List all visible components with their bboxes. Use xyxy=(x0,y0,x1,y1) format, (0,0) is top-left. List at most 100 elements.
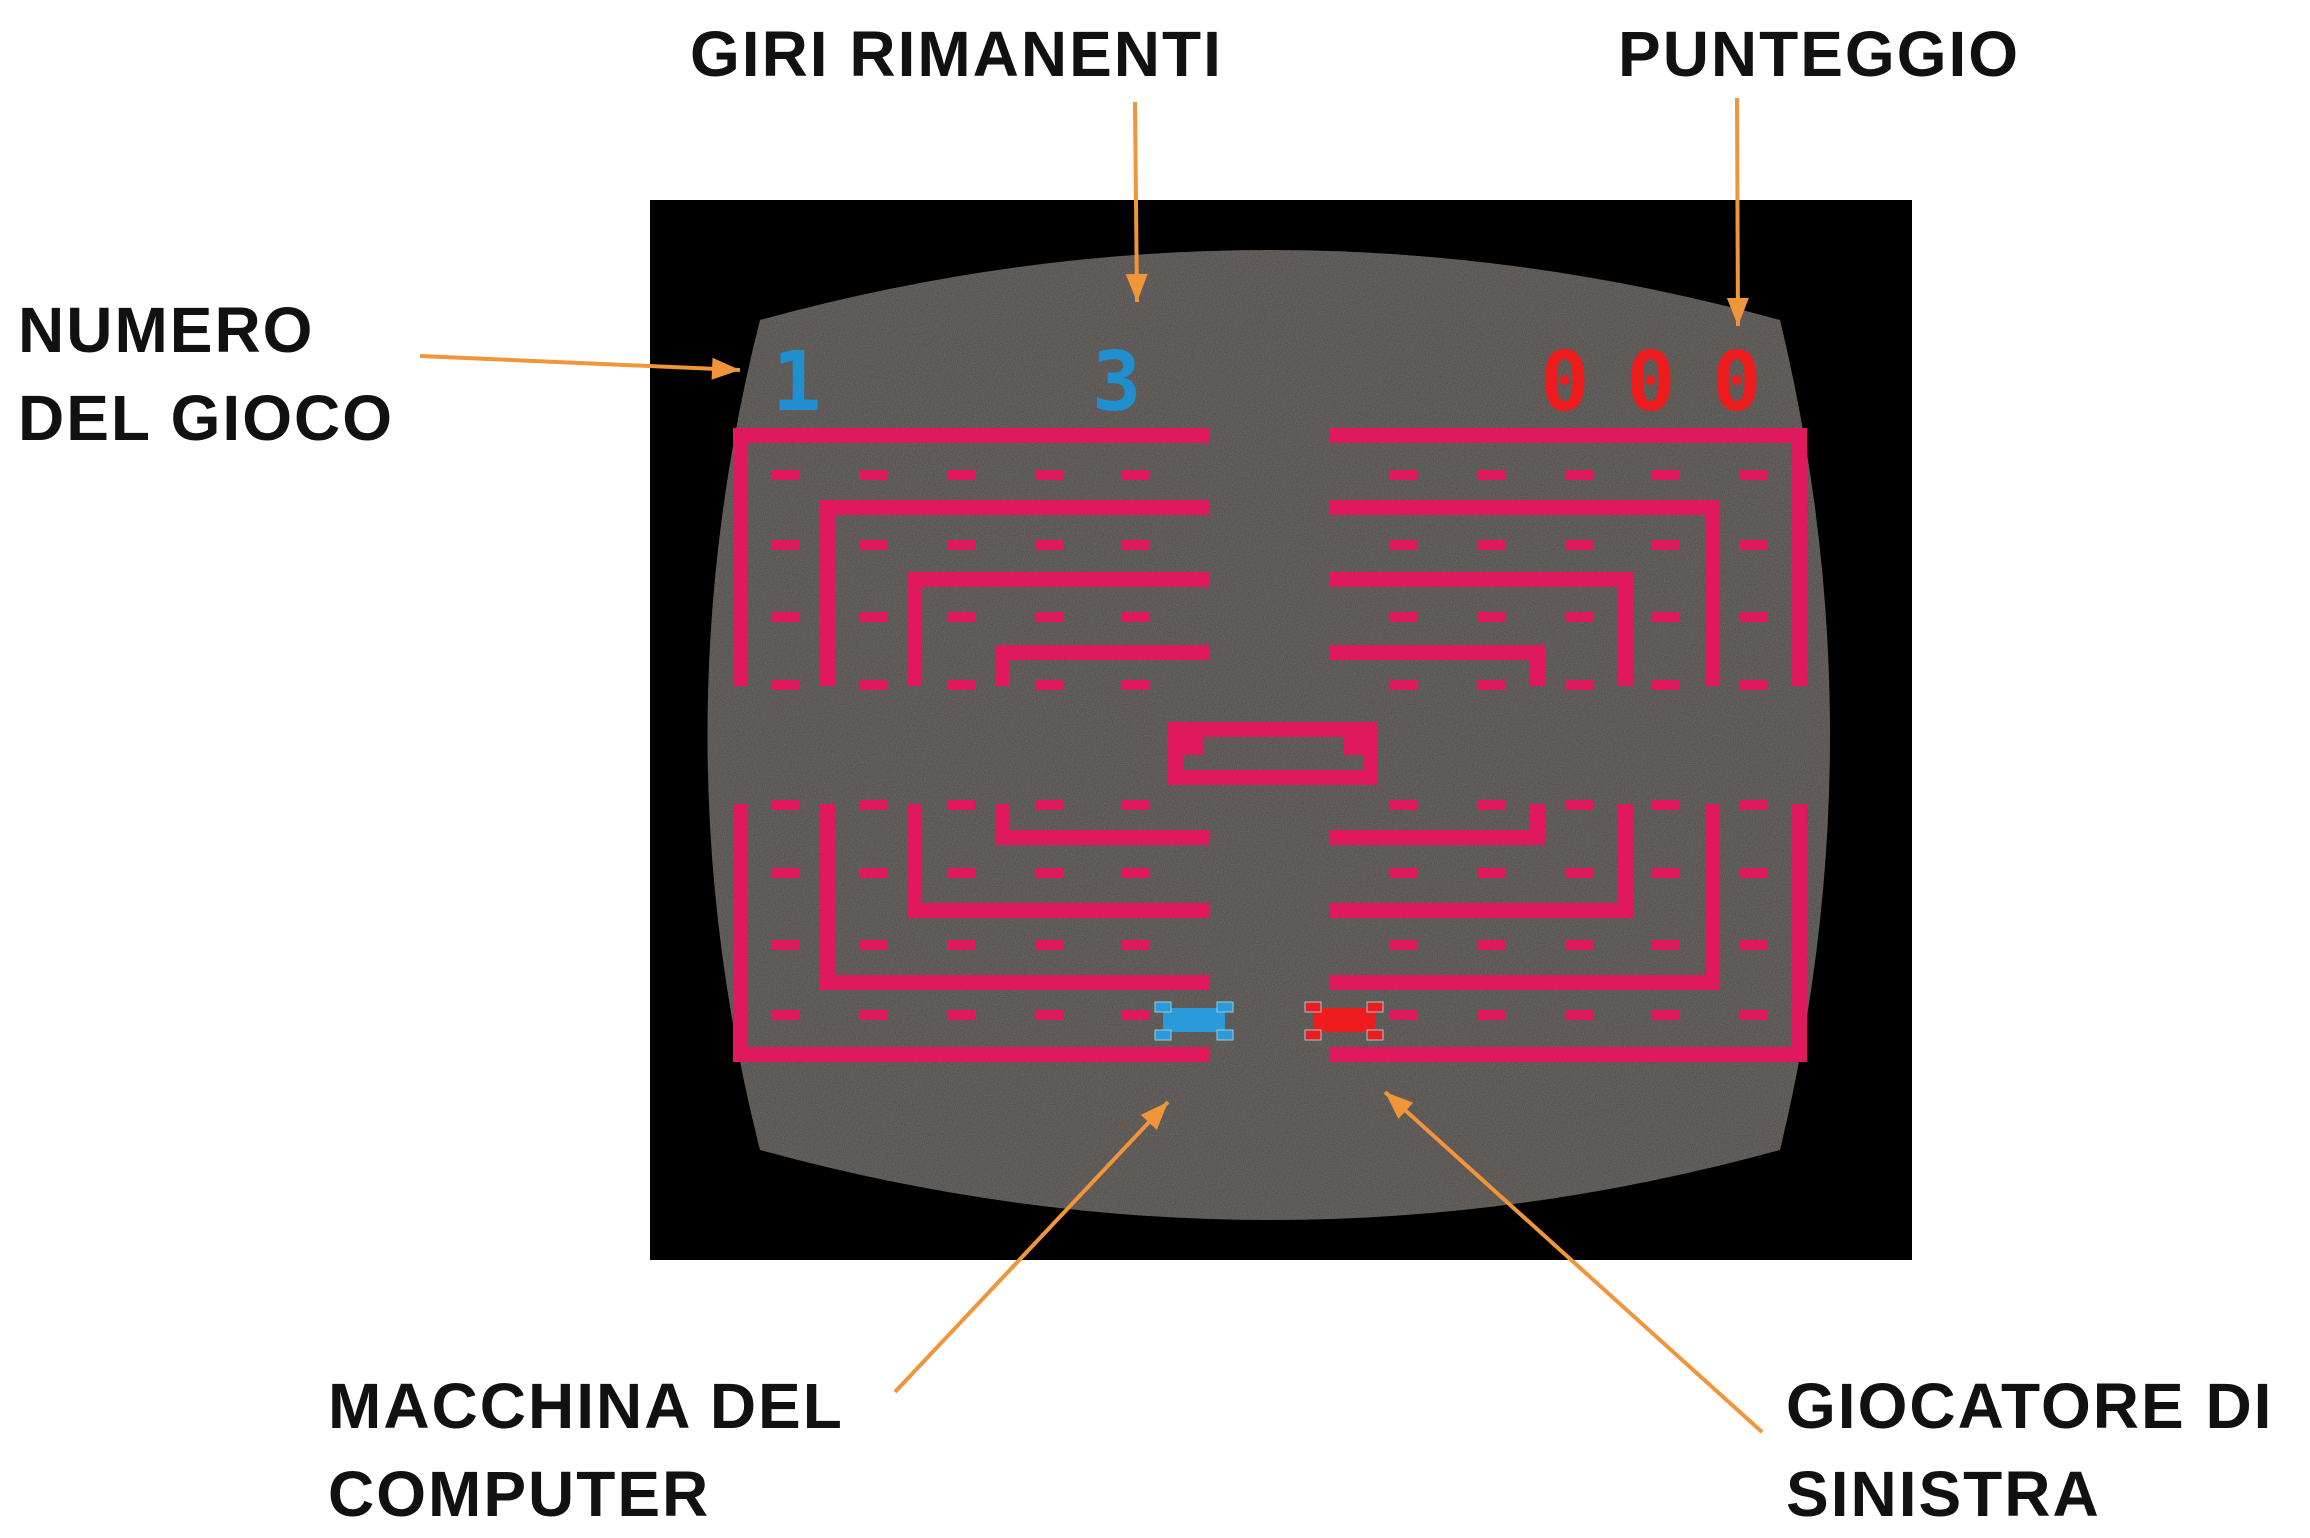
arrow-shaft xyxy=(1133,101,1139,303)
track-wall xyxy=(1705,500,1720,686)
lane-marker xyxy=(1652,940,1680,950)
lane-marker xyxy=(1740,540,1768,550)
lane-marker xyxy=(1652,612,1680,622)
lane-marker xyxy=(1122,868,1150,878)
track-wall xyxy=(1330,645,1545,660)
lane-marker xyxy=(1035,470,1063,480)
computer-car-caption: MACCHINA DEL COMPUTER xyxy=(328,1370,844,1530)
lane-marker xyxy=(1477,612,1505,622)
lane-marker xyxy=(1122,470,1150,480)
lane-marker xyxy=(1035,868,1063,878)
lane-marker xyxy=(1565,1010,1593,1020)
lane-marker xyxy=(1390,1010,1418,1020)
track-wall xyxy=(820,975,1210,990)
lane-marker xyxy=(1652,800,1680,810)
lane-marker xyxy=(1477,540,1505,550)
lane-marker xyxy=(860,470,888,480)
track-wall xyxy=(820,804,835,990)
track-wall xyxy=(1330,428,1807,443)
game-number-display: 1 xyxy=(772,335,821,430)
lane-marker xyxy=(772,868,800,878)
lane-marker xyxy=(1390,800,1418,810)
track-wall xyxy=(1330,572,1633,587)
car-wheel xyxy=(1216,1029,1234,1041)
lane-marker xyxy=(860,612,888,622)
track-wall xyxy=(1530,804,1545,845)
lane-marker xyxy=(1122,940,1150,950)
track-wall xyxy=(995,645,1210,660)
car-wheel xyxy=(1216,1001,1234,1013)
lane-marker xyxy=(1390,940,1418,950)
track-wall xyxy=(820,500,1210,515)
track-wall xyxy=(995,645,1010,686)
track-wall xyxy=(907,903,1210,918)
lane-marker xyxy=(1035,940,1063,950)
track-wall xyxy=(1330,1047,1807,1062)
lane-marker xyxy=(1122,800,1150,810)
lane-marker xyxy=(860,680,888,690)
lane-marker xyxy=(1565,540,1593,550)
track-wall xyxy=(907,572,922,686)
lane-marker xyxy=(1740,470,1768,480)
score-digit: 0 xyxy=(1540,335,1589,430)
lane-marker xyxy=(1122,540,1150,550)
laps-arrow xyxy=(1125,101,1148,303)
center-island xyxy=(1363,722,1378,785)
lane-marker xyxy=(1122,612,1150,622)
lane-marker xyxy=(1565,680,1593,690)
lane-marker xyxy=(860,868,888,878)
left-player-arrow xyxy=(1383,1090,1764,1434)
lane-marker xyxy=(860,540,888,550)
lane-marker xyxy=(1390,868,1418,878)
car-wheel xyxy=(1366,1029,1384,1041)
lane-marker xyxy=(1652,470,1680,480)
track-wall xyxy=(1618,572,1633,686)
lane-marker xyxy=(1652,540,1680,550)
lane-marker xyxy=(1477,680,1505,690)
lane-marker xyxy=(1390,470,1418,480)
lane-marker xyxy=(1565,868,1593,878)
center-island xyxy=(1168,722,1183,785)
center-island xyxy=(1183,737,1203,755)
car-wheel xyxy=(1304,1029,1322,1041)
lane-marker xyxy=(1565,940,1593,950)
track-wall xyxy=(907,804,922,918)
lane-marker xyxy=(947,680,975,690)
lane-marker xyxy=(772,680,800,690)
lane-marker xyxy=(1740,1010,1768,1020)
cars xyxy=(1154,1001,1384,1041)
left-player-car xyxy=(1304,1001,1384,1041)
car-body xyxy=(1163,1008,1225,1032)
track-wall xyxy=(1618,804,1633,918)
lane-marker xyxy=(1477,868,1505,878)
score-digit: 0 xyxy=(1626,335,1675,430)
lane-marker xyxy=(947,868,975,878)
track-wall xyxy=(733,428,1210,443)
lane-marker xyxy=(1740,612,1768,622)
center-island xyxy=(1168,770,1378,785)
center-island xyxy=(1343,737,1363,755)
arrow-shaft xyxy=(893,1100,1170,1394)
track-wall xyxy=(1705,804,1720,990)
lane-marker xyxy=(1122,680,1150,690)
lane-marker xyxy=(772,800,800,810)
track-wall xyxy=(1792,804,1807,1062)
arrow-shaft xyxy=(419,354,741,372)
lane-marker xyxy=(1740,868,1768,878)
track-wall xyxy=(1330,830,1545,845)
track-wall xyxy=(1530,645,1545,686)
car-wheel xyxy=(1154,1001,1172,1013)
lane-marker xyxy=(1477,940,1505,950)
computer-car xyxy=(1154,1001,1234,1041)
game-number-arrow xyxy=(419,354,741,380)
lane-marker xyxy=(772,470,800,480)
lane-marker xyxy=(947,612,975,622)
score-caption: PUNTEGGIO xyxy=(1618,18,2021,90)
track-wall xyxy=(820,500,835,686)
pointer-arrows xyxy=(419,97,1764,1434)
lane-marker xyxy=(947,470,975,480)
score-arrow xyxy=(1726,97,1749,327)
laps-remaining-display: 3 xyxy=(1092,335,1141,430)
car-wheel xyxy=(1304,1001,1322,1013)
